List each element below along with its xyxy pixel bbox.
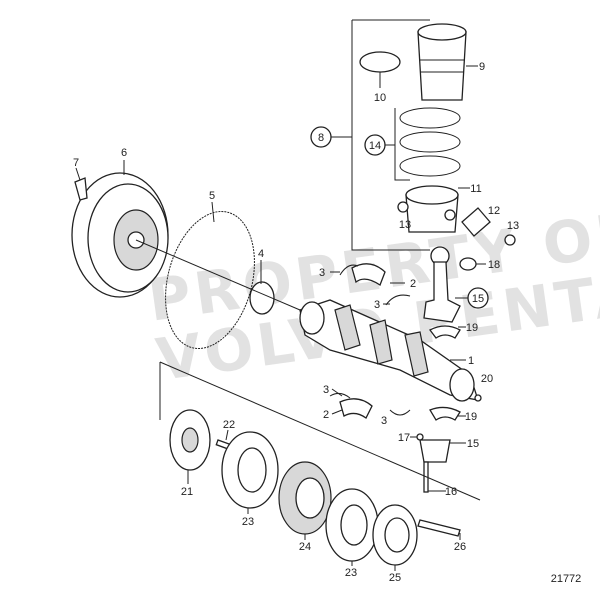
callout-19: 19 xyxy=(465,411,477,423)
group-14-bracket xyxy=(394,108,410,181)
main-bearing-shell xyxy=(351,263,386,286)
thrust-washer xyxy=(389,409,411,416)
drawing-number: 21772 xyxy=(551,573,582,585)
callout-10: 10 xyxy=(374,92,386,104)
callout-circle-14 xyxy=(364,134,386,156)
bushing xyxy=(459,257,477,271)
piston-pin xyxy=(461,207,491,237)
seal-ring xyxy=(359,51,401,73)
callout-3: 3 xyxy=(323,384,329,396)
callout-2: 2 xyxy=(323,409,329,421)
callout-11: 11 xyxy=(470,183,481,195)
vibration-damper xyxy=(221,431,279,509)
callout-3: 3 xyxy=(374,299,380,311)
callout-6: 6 xyxy=(121,147,127,159)
circlip xyxy=(397,201,409,213)
thrust-washer xyxy=(339,264,359,276)
callout-1: 1 xyxy=(468,355,474,367)
group-8-bracket xyxy=(351,20,430,251)
callouts: 9 10 8 14 11 12 13 13 7 6 5 4 3 2 3 15 1… xyxy=(73,61,581,585)
callout-circle-15 xyxy=(467,287,489,309)
callout-15: 15 xyxy=(467,438,479,450)
key xyxy=(474,394,482,402)
callout-15: 15 xyxy=(472,293,484,305)
callout-18: 18 xyxy=(488,259,500,271)
thrust-washer xyxy=(329,392,351,399)
callout-3: 3 xyxy=(319,267,325,279)
callout-17: 17 xyxy=(398,432,410,444)
watermark: PROPERTY OF VOLVO PENTA xyxy=(144,198,600,394)
callout-13: 13 xyxy=(507,220,519,232)
vibration-damper xyxy=(325,488,379,562)
callout-23: 23 xyxy=(242,516,254,528)
callout-2: 2 xyxy=(410,278,416,290)
crankshaft-hub xyxy=(169,409,211,471)
callout-16: 16 xyxy=(445,486,457,498)
conrod-bearing-shell xyxy=(429,406,461,421)
callout-22: 22 xyxy=(223,419,235,431)
callout-3: 3 xyxy=(381,415,387,427)
callout-8: 8 xyxy=(318,132,324,144)
cylinder-liner xyxy=(417,23,478,101)
callout-23: 23 xyxy=(345,567,357,579)
callout-20: 20 xyxy=(481,373,493,385)
callout-7: 7 xyxy=(73,157,79,169)
callout-13: 13 xyxy=(399,219,411,231)
callout-19: 19 xyxy=(466,322,478,334)
belt-pulley xyxy=(278,461,332,535)
flywheel-bolt xyxy=(74,177,88,201)
piston xyxy=(405,185,470,233)
circlip xyxy=(504,234,516,246)
pulley-washer xyxy=(372,504,418,566)
crankshaft xyxy=(299,299,479,402)
main-bearing-shell xyxy=(339,398,373,419)
callout-26: 26 xyxy=(454,541,466,553)
pulley-bolt xyxy=(417,519,461,537)
callout-4: 4 xyxy=(258,248,264,260)
crankshaft-seal xyxy=(249,281,275,315)
connecting-rod xyxy=(423,246,470,323)
callout-14: 14 xyxy=(369,140,381,152)
conrod-cap xyxy=(419,439,451,463)
callout-circle-8 xyxy=(310,126,332,148)
guide-pin xyxy=(416,433,424,441)
callout-9: 9 xyxy=(479,61,485,73)
piston-rings xyxy=(399,107,461,177)
callout-5: 5 xyxy=(209,190,215,202)
callout-25: 25 xyxy=(389,572,401,584)
callout-21: 21 xyxy=(181,486,193,498)
thrust-washer xyxy=(385,294,411,306)
conrod-bearing-shell xyxy=(429,325,461,339)
callout-24: 24 xyxy=(299,541,311,553)
callout-12: 12 xyxy=(488,205,500,217)
